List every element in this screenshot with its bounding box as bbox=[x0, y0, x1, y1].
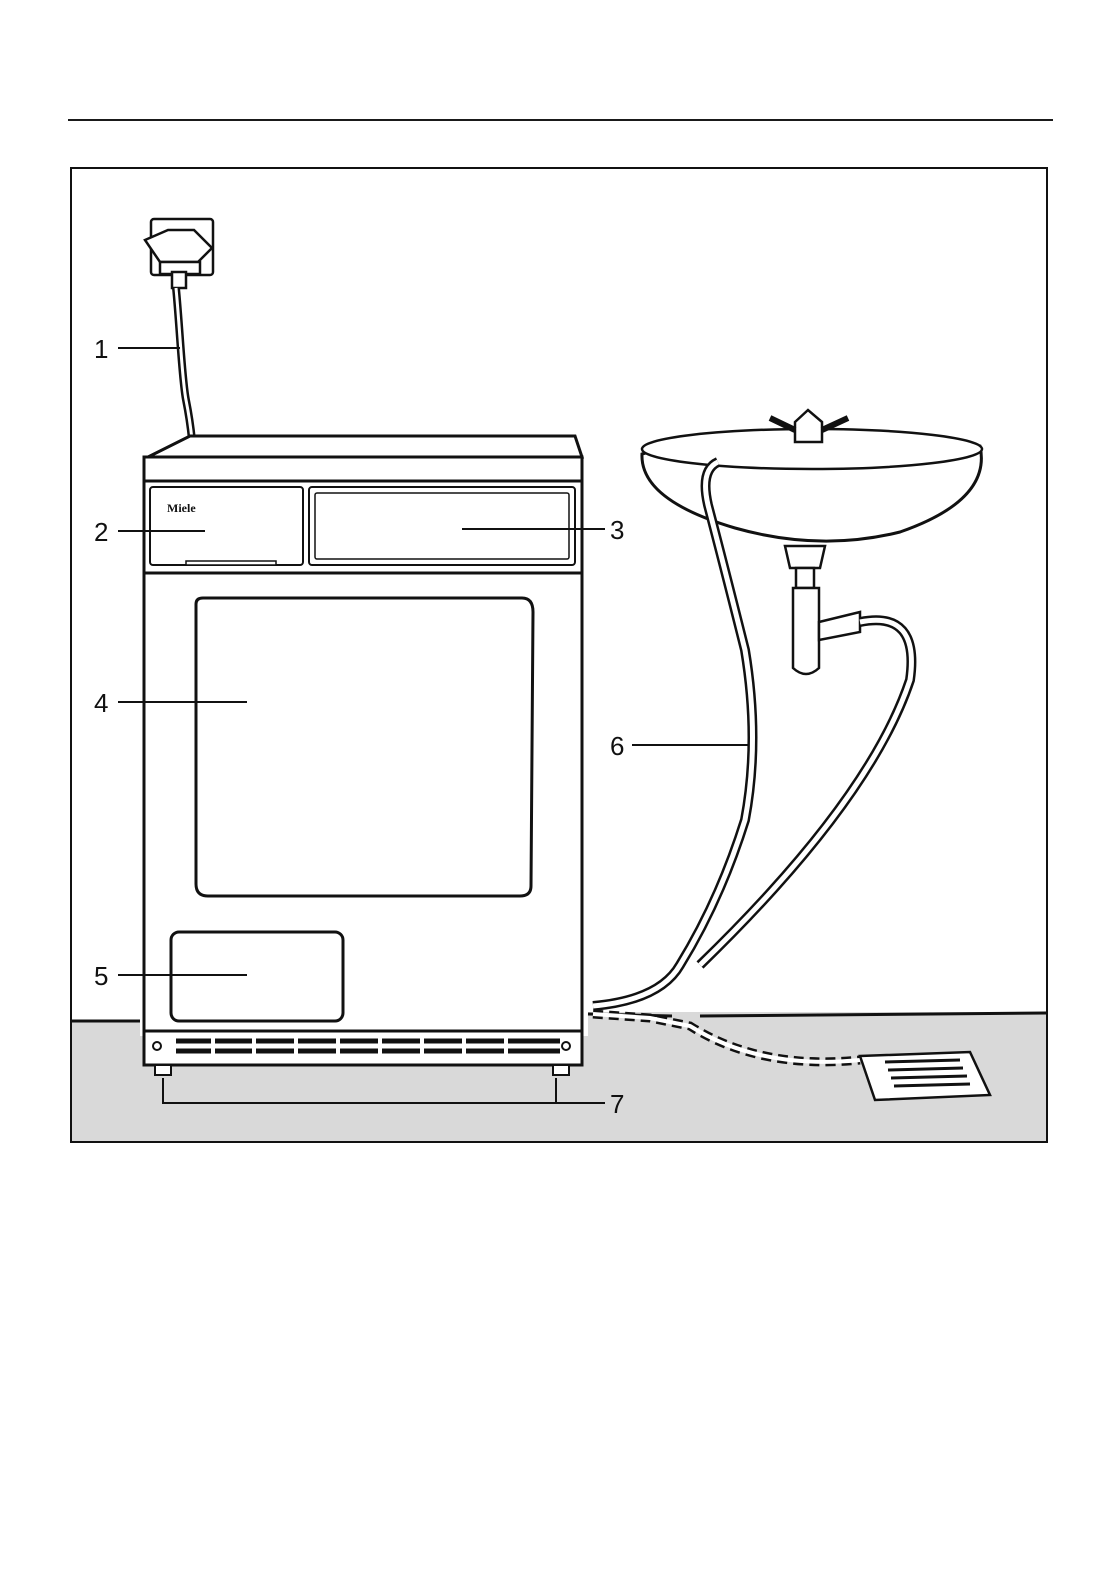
callout-6: 6 bbox=[610, 731, 624, 761]
access-flap bbox=[171, 932, 343, 1021]
brand-panel bbox=[150, 487, 303, 565]
callout-2: 2 bbox=[94, 517, 108, 547]
callout-3: 3 bbox=[610, 515, 624, 545]
plinth bbox=[144, 1031, 582, 1065]
brand-logo: Miele bbox=[167, 501, 196, 515]
dryer-top bbox=[148, 436, 582, 457]
foot-left bbox=[155, 1065, 171, 1075]
foot-right bbox=[553, 1065, 569, 1075]
callout-1: 1 bbox=[94, 334, 108, 364]
callout-7: 7 bbox=[610, 1089, 624, 1119]
callout-5: 5 bbox=[94, 961, 108, 991]
callout-4: 4 bbox=[94, 688, 108, 718]
dryer bbox=[144, 436, 582, 1075]
dryer-door bbox=[196, 598, 533, 896]
floor-drain-icon bbox=[860, 1052, 990, 1100]
